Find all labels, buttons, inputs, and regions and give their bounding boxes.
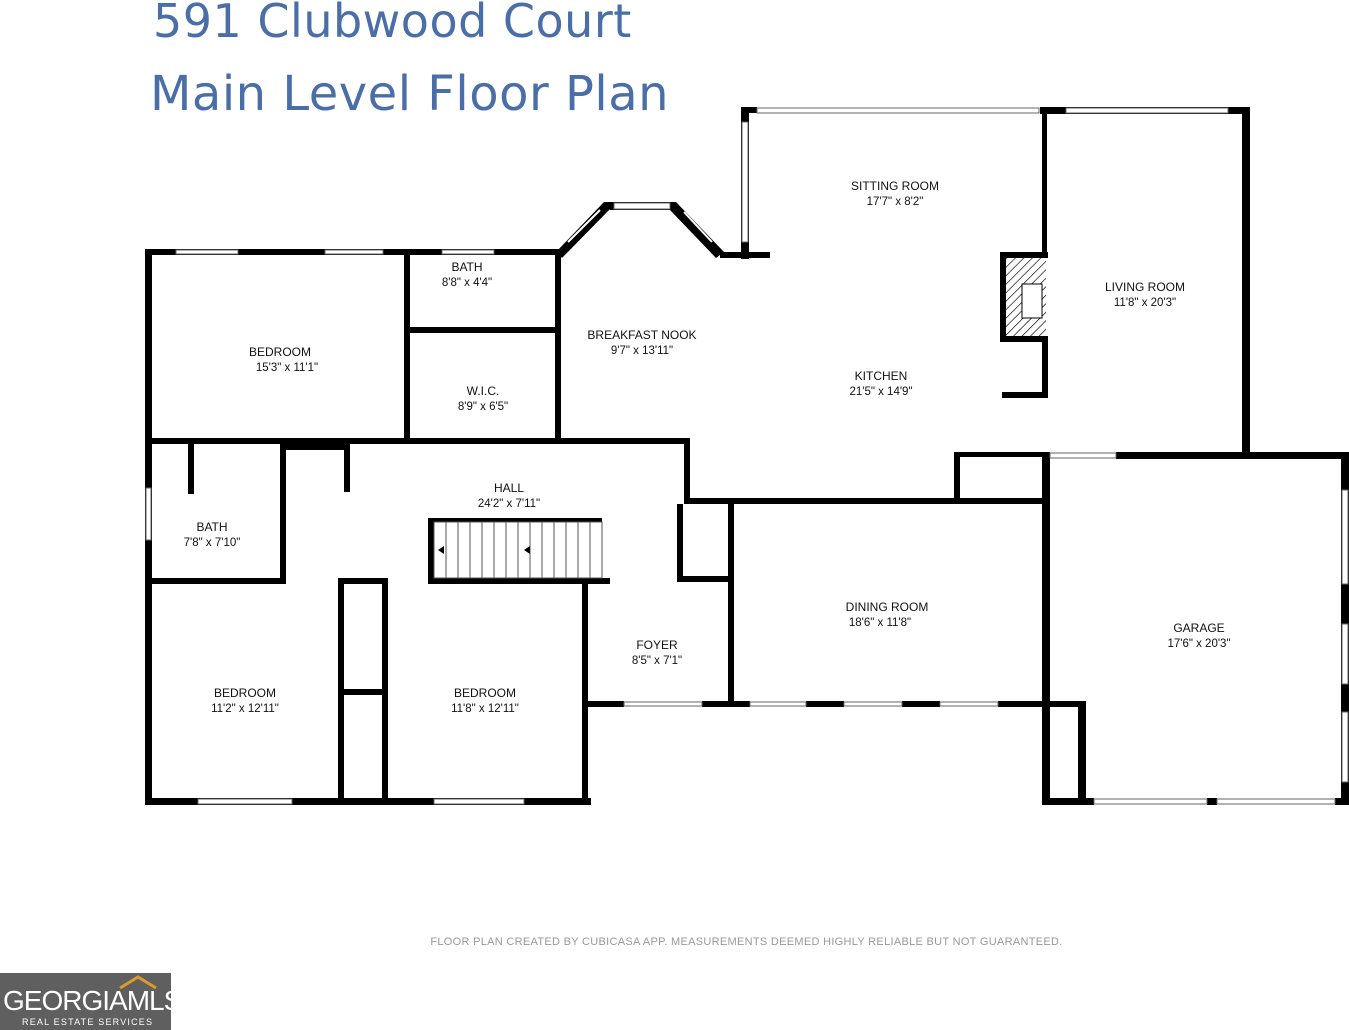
- windows: [145, 107, 1349, 805]
- wall: [1042, 338, 1048, 398]
- room-name-living: LIVING ROOM: [1105, 280, 1185, 294]
- wall: [998, 701, 1048, 707]
- room-dims-living: 11'8" x 20'3": [1114, 297, 1176, 309]
- wall: [684, 438, 690, 504]
- room-dims-garage: 17'6" x 20'3": [1167, 638, 1230, 650]
- room-dims-hall: 24'2" x 7'11": [478, 498, 540, 510]
- wall: [338, 578, 388, 584]
- room-dims-sitting: 17'7" x 8'2": [867, 196, 924, 208]
- fireplace: [1006, 258, 1046, 336]
- room-dims-bedroom-1: 15'3" x 11'1": [256, 362, 318, 374]
- room-name-bath-2: BATH: [196, 520, 227, 534]
- wall: [1002, 392, 1048, 398]
- wall: [428, 518, 602, 522]
- wall: [338, 689, 388, 695]
- room-name-foyer: FOYER: [636, 638, 678, 652]
- wall: [404, 255, 410, 443]
- wall: [152, 578, 286, 584]
- wall: [428, 518, 434, 584]
- room-name-wic: W.I.C.: [467, 384, 500, 398]
- room-dims-bath-2: 7'8" x 7'10": [184, 537, 241, 549]
- room-name-bedroom-1: BEDROOM: [249, 345, 311, 359]
- bay-window: [556, 202, 724, 258]
- wall: [806, 701, 844, 707]
- room-name-breakfast: BREAKFAST NOOK: [587, 328, 696, 342]
- room-dims-wic: 8'9" x 6'5": [458, 401, 508, 413]
- wall: [1042, 798, 1094, 805]
- room-name-bedroom-3: BEDROOM: [454, 686, 516, 700]
- logo-subtitle: REAL ESTATE SERVICES: [22, 1017, 154, 1027]
- wall: [1207, 798, 1217, 805]
- wall: [1335, 798, 1349, 805]
- wall: [902, 701, 940, 707]
- room-dims-bath-1: 8'8" x 4'4": [442, 277, 492, 289]
- room-name-garage: GARAGE: [1173, 621, 1224, 635]
- wall: [145, 798, 591, 805]
- wall: [1000, 252, 1048, 258]
- wall: [1042, 114, 1047, 252]
- wall: [677, 576, 731, 582]
- wall: [582, 584, 588, 802]
- wall: [954, 452, 1044, 457]
- room-dims-breakfast: 9'7" x 13'11": [611, 345, 673, 357]
- plan-title-level: Main Level Floor Plan: [150, 66, 670, 122]
- wall: [428, 578, 610, 584]
- wall: [1048, 701, 1086, 707]
- staircase[interactable]: [433, 521, 603, 579]
- wall: [720, 252, 770, 258]
- room-dims-bedroom-3: 11'8" x 12'11": [451, 703, 519, 715]
- room-labels: SITTING ROOM 17'7" x 8'2" LIVING ROOM 11…: [184, 179, 1231, 715]
- wall: [1000, 258, 1006, 342]
- wall: [152, 438, 687, 444]
- wall: [1078, 701, 1086, 805]
- roof-icon: [119, 975, 157, 989]
- room-name-hall: HALL: [494, 481, 524, 495]
- wall: [410, 327, 556, 333]
- wall: [702, 701, 750, 707]
- wall: [588, 701, 624, 707]
- room-name-bedroom-2: BEDROOM: [214, 686, 276, 700]
- room-name-sitting: SITTING ROOM: [851, 179, 939, 193]
- wall: [1042, 452, 1050, 805]
- wall: [344, 444, 350, 492]
- wall: [188, 444, 194, 494]
- wall: [286, 444, 350, 450]
- wall: [728, 504, 734, 706]
- georgia-mls-logo: GEORGIAMLS REAL ESTATE SERVICES: [0, 973, 182, 1030]
- room-name-bath-1: BATH: [451, 260, 482, 274]
- logo-wordmark: GEORGIAMLS: [3, 985, 182, 1016]
- room-dims-foyer: 8'5" x 7'1": [632, 655, 682, 667]
- wall: [555, 249, 561, 443]
- wall: [741, 107, 757, 113]
- wall: [1116, 452, 1349, 459]
- plan-title-address: 591 Clubwood Court: [153, 0, 632, 48]
- wall: [954, 452, 960, 504]
- room-dims-bedroom-2: 11'2" x 12'11": [211, 703, 279, 715]
- room-dims-dining: 18'6" x 11'8": [849, 617, 911, 629]
- room-name-dining: DINING ROOM: [846, 600, 929, 614]
- wall: [684, 498, 1048, 504]
- wall: [1000, 336, 1048, 342]
- wall: [677, 504, 683, 580]
- disclaimer-text: FLOOR PLAN CREATED BY CUBICASA APP. MEAS…: [430, 936, 1063, 948]
- wall: [280, 444, 286, 584]
- wall: [1242, 107, 1250, 459]
- room-name-kitchen: KITCHEN: [855, 369, 908, 383]
- room-dims-kitchen: 21'5" x 14'9": [849, 386, 912, 398]
